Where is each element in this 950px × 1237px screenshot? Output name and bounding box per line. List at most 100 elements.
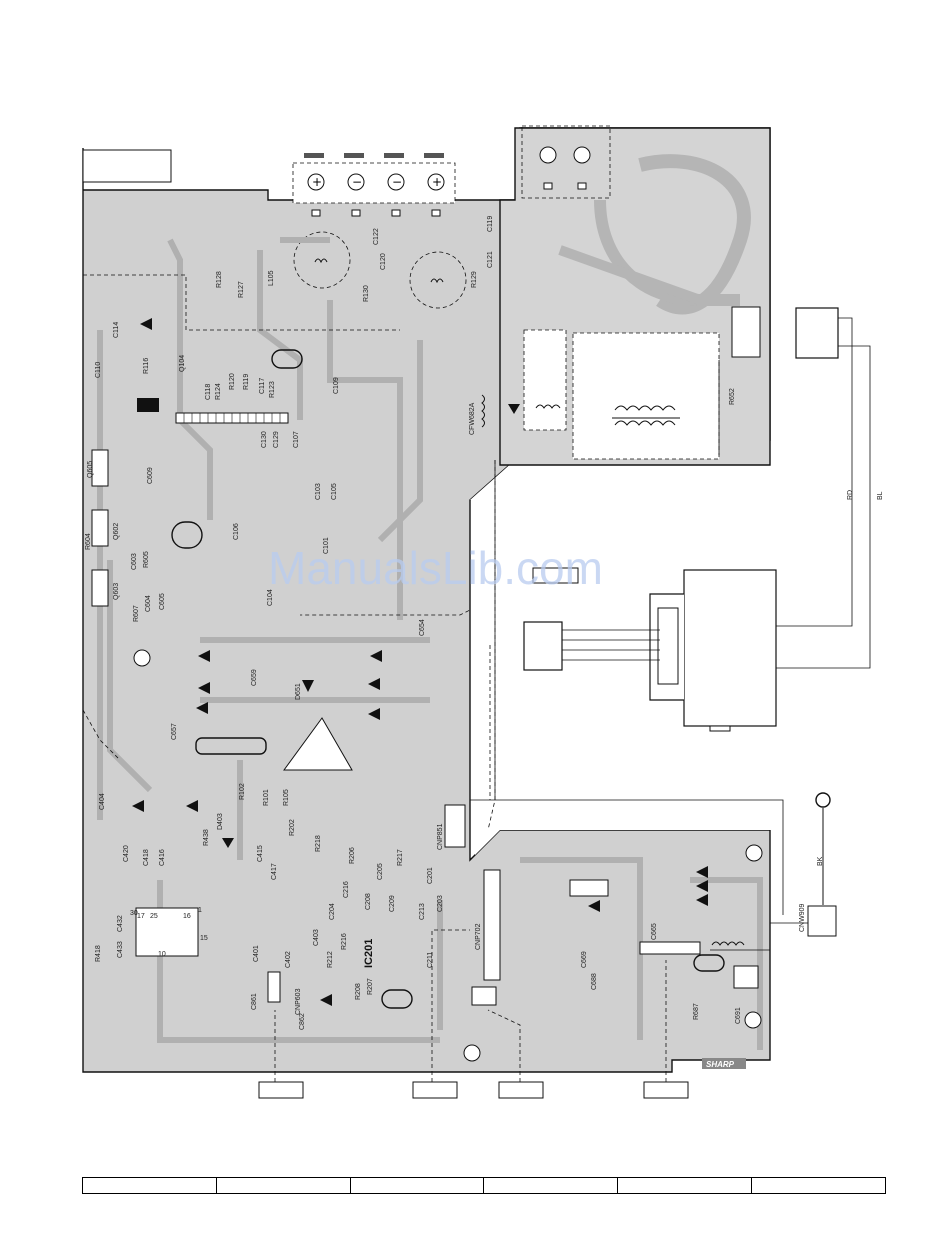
label-r120: R120: [229, 373, 236, 390]
label-c129: C129: [273, 431, 280, 448]
cnp603-body: [267, 971, 281, 1003]
label-r102: R102: [239, 783, 246, 800]
ground-lug-icon: [815, 792, 831, 808]
svg-text:−: −: [392, 175, 402, 189]
label-r208: R208: [355, 983, 362, 1000]
label-l105: L105: [268, 270, 275, 286]
label-c101: C101: [323, 537, 330, 554]
transformer-core: [683, 569, 777, 727]
connector-right-socket: [733, 965, 759, 989]
label-c119: C119: [487, 216, 494, 232]
bottom-table: [82, 1177, 886, 1194]
label-r116: R116: [143, 358, 150, 374]
terminal-1: [539, 146, 557, 164]
label-c432: C432: [117, 915, 124, 932]
label-c105: C105: [331, 483, 338, 500]
label-c403: C403: [313, 929, 320, 946]
traces: [97, 237, 763, 1050]
label-r206: R206: [349, 847, 356, 864]
label-c654: C654: [419, 619, 426, 636]
label-r605: R605: [143, 551, 150, 568]
label-d651: D651: [295, 683, 302, 700]
label-c603: C603: [131, 553, 138, 570]
label-r129: R129: [471, 271, 478, 288]
power-right-connector: [731, 306, 761, 358]
label-c665: C665: [651, 923, 658, 940]
label-q605: Q605: [87, 461, 94, 478]
table-cell: [217, 1178, 351, 1193]
label-c216: C216: [343, 881, 350, 898]
watermark: ManualsLib.com: [268, 542, 603, 594]
label-bl: BL: [877, 491, 884, 500]
label-c114: C114: [113, 322, 120, 338]
ic-pin-30: 30: [130, 910, 138, 917]
mount-hole-1: [133, 649, 151, 667]
label-r130: R130: [363, 285, 370, 302]
label-c433: C433: [117, 941, 124, 958]
label-r218: R218: [315, 835, 322, 852]
ic-pin-10: 10: [158, 951, 166, 958]
label-r604: R604: [85, 533, 92, 550]
label-r202: R202: [289, 819, 296, 836]
power-dashed-box-1: [521, 125, 611, 199]
svg-text:−: −: [352, 175, 362, 189]
top-left-label-box: [82, 149, 172, 183]
power-section: R652 CFW682A: [469, 125, 771, 466]
svg-text:+: +: [432, 175, 442, 189]
label-c415: C415: [257, 845, 264, 862]
label-c130: C130: [261, 431, 268, 448]
label-c604: C604: [145, 595, 152, 612]
transformer-connector: [523, 621, 563, 671]
label-r418: R418: [95, 945, 102, 962]
label-r217: R217: [397, 849, 404, 866]
label-q602: Q602: [113, 523, 120, 540]
mount-hole-4: [463, 1044, 481, 1062]
label-c121: C121: [487, 251, 494, 268]
cnp851-body: [444, 804, 466, 848]
label-r127: R127: [238, 281, 245, 298]
connector-triple-pad: [569, 879, 609, 897]
bottom-box-3: [498, 1081, 544, 1099]
label-c203: C203: [437, 895, 444, 912]
label-r119: R119: [243, 374, 250, 390]
ic-pin-25: 25: [150, 913, 158, 920]
label-cnp603: CNP603: [295, 988, 302, 1015]
label-r101: R101: [263, 789, 270, 806]
ic-pin-1: 1: [198, 907, 202, 914]
table-cell: [618, 1178, 753, 1193]
svg-text:+: +: [312, 175, 322, 189]
label-c417: C417: [271, 863, 278, 880]
label-r212: R212: [327, 951, 334, 968]
label-c204: C204: [329, 903, 336, 920]
ic-lower-left: [135, 907, 199, 957]
label-c402: C402: [285, 951, 292, 968]
diode-array: [132, 318, 708, 1006]
label-c211: C211: [427, 952, 434, 968]
table-cell: [83, 1178, 217, 1193]
ic-pin-15: 15: [200, 935, 208, 942]
label-c209: C209: [389, 895, 396, 912]
cnw909-group: CNW909 BK: [710, 792, 837, 951]
bottom-box-1: [258, 1081, 304, 1099]
label-c605: C605: [159, 593, 166, 610]
ic-pin-16: 16: [183, 913, 191, 920]
label-c106: C106: [233, 523, 240, 540]
label-c110: C110: [95, 362, 102, 378]
label-c657: C657: [171, 723, 178, 740]
table-cell: [752, 1178, 885, 1193]
label-c201: C201: [427, 867, 434, 884]
label-c120: C120: [380, 253, 387, 270]
label-c118: C118: [205, 384, 212, 400]
label-c420: C420: [123, 845, 130, 862]
terminal-2: [573, 146, 591, 164]
label-r652: R652: [729, 388, 736, 405]
table-cell: [351, 1178, 485, 1193]
q602-body: [91, 509, 109, 547]
label-q603: Q603: [113, 583, 120, 600]
label-r207: R207: [367, 978, 374, 995]
plus-terminal-2: +: [427, 173, 445, 191]
table-cell: [484, 1178, 619, 1193]
label-cnp702: CNP702: [475, 923, 482, 950]
ic-pin-17: 17: [137, 913, 145, 920]
